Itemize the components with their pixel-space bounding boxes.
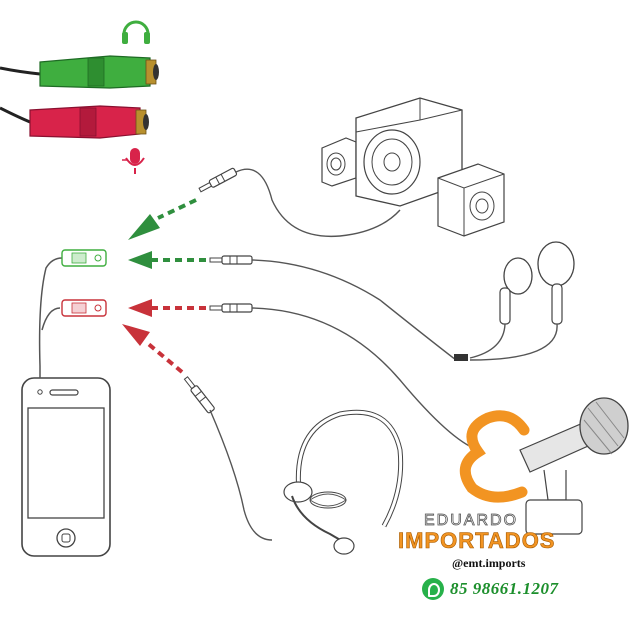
jack-speaker — [198, 167, 238, 193]
arrow-red-upper — [128, 299, 206, 317]
jack-headset — [183, 376, 215, 414]
headphone-icon — [122, 20, 150, 44]
brand-name-line2: IMPORTADOS — [398, 528, 556, 554]
desktop-microphone — [519, 397, 629, 535]
brand-handle: @emt.imports — [452, 556, 526, 570]
jack-headphone — [209, 255, 253, 265]
arrow-green-upper — [128, 198, 197, 240]
red-female-jack — [29, 105, 149, 139]
smartphone — [21, 377, 111, 557]
small-red-socket — [61, 299, 107, 317]
y-splitter-cable — [0, 55, 159, 139]
arrow-red-lower — [122, 324, 184, 374]
headset — [283, 409, 404, 555]
arrow-green-lower — [128, 251, 206, 269]
brand-name-line1: EDUARDO — [424, 512, 519, 530]
earphones — [454, 241, 575, 361]
speakers — [321, 97, 505, 237]
small-green-socket — [61, 249, 107, 267]
brand-phone: 85 98661.1207 — [422, 576, 559, 602]
jack-microphone — [209, 303, 253, 313]
green-female-jack — [39, 55, 159, 89]
brand-logo-mark — [459, 410, 530, 503]
whatsapp-icon — [422, 578, 444, 600]
microphone-icon — [122, 148, 145, 174]
phone-number: 85 98661.1207 — [450, 579, 559, 598]
